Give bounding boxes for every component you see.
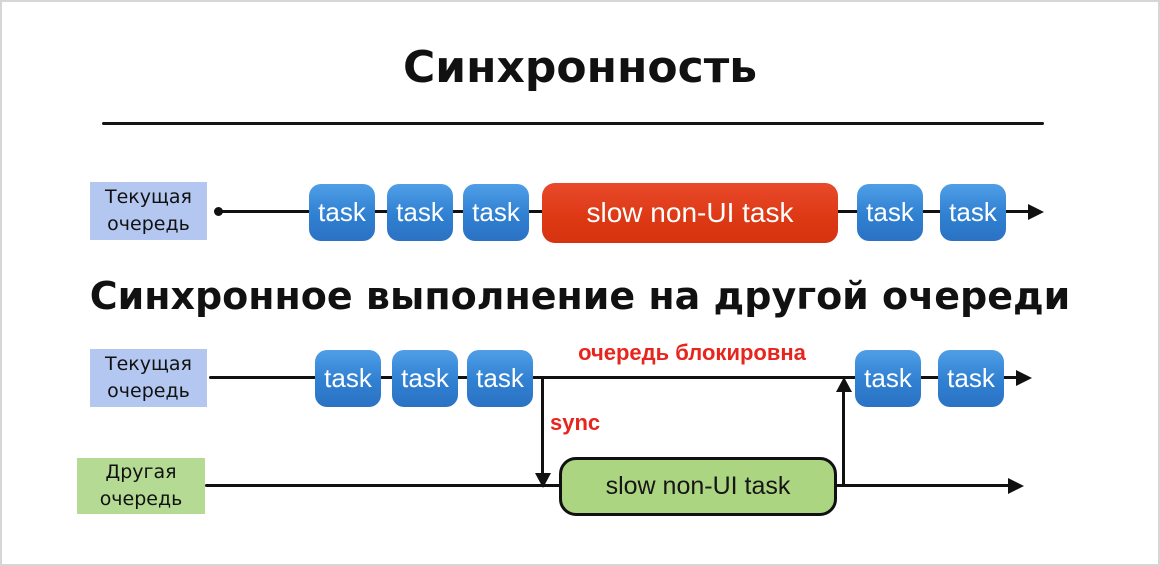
task-box: task <box>940 184 1006 241</box>
slow-non-ui-task-box: slow non-UI task <box>559 457 837 516</box>
title-divider <box>102 122 1044 125</box>
timeline-line <box>209 376 1018 379</box>
task-box: task <box>309 184 375 241</box>
task-box: task <box>855 350 921 407</box>
timeline-arrow-icon <box>1008 478 1024 494</box>
queue-label-current: Текущая очередь <box>90 182 207 240</box>
return-up-arrow-icon <box>836 377 852 392</box>
queue-label-other: Другая очередь <box>77 458 205 514</box>
task-box: task <box>387 184 453 241</box>
timeline-arrow-icon <box>1028 204 1044 220</box>
task-box: task <box>463 184 529 241</box>
sync-down-arrow-line <box>541 378 544 474</box>
queue-blocked-note: очередь блокировна <box>578 340 806 365</box>
timeline-arrow-icon <box>1016 370 1032 386</box>
task-box: task <box>857 184 923 241</box>
task-box: task <box>392 350 458 407</box>
queue-label-current: Текущая очередь <box>90 349 207 407</box>
page-title: Синхронность <box>402 42 758 93</box>
section-subtitle: Синхронное выполнение на другой очереди <box>89 274 1071 318</box>
task-box: task <box>315 350 381 407</box>
task-box: task <box>467 350 533 407</box>
sync-label: sync <box>550 410 601 435</box>
slow-non-ui-task-box: slow non-UI task <box>542 183 838 243</box>
return-up-arrow-line <box>842 391 845 486</box>
task-box: task <box>938 350 1004 407</box>
